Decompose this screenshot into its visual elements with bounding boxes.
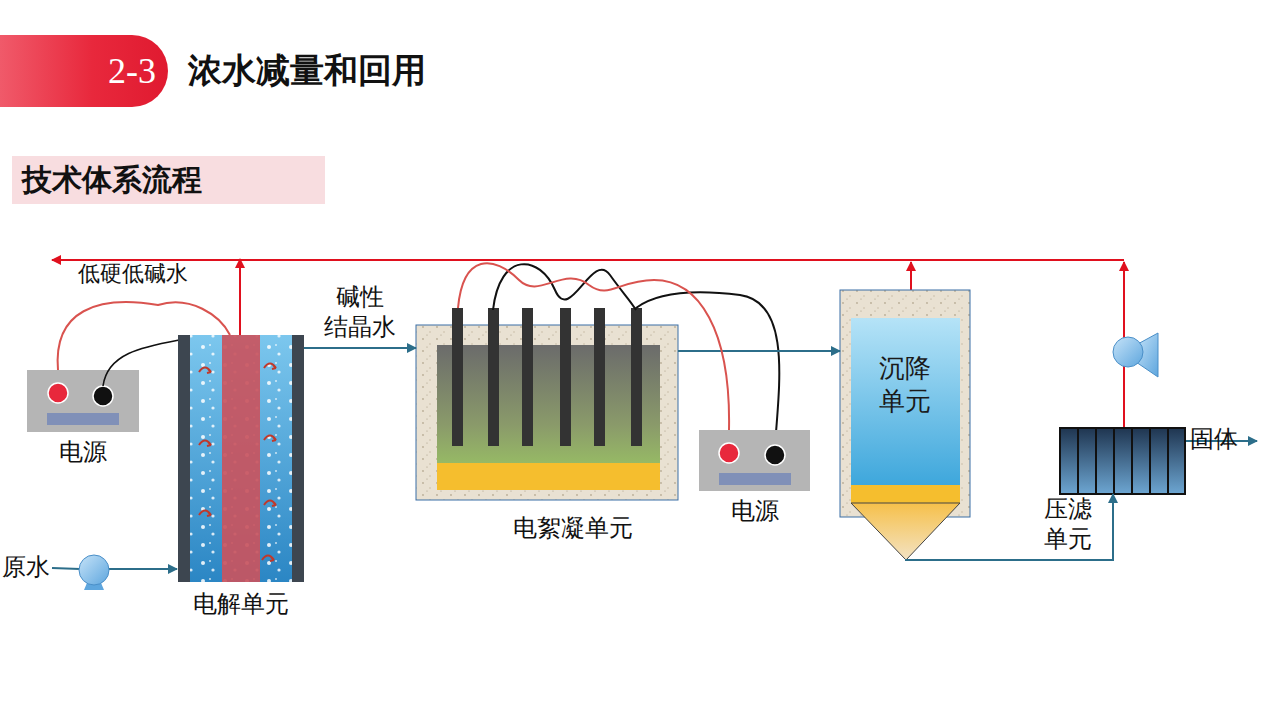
power-supply (27, 370, 139, 432)
sludge-hopper (851, 503, 960, 560)
electrode-bar (594, 308, 605, 446)
node-label: 2-3 (108, 50, 156, 92)
ion-arrow (199, 511, 211, 517)
node-label: 压滤 单元 (1044, 494, 1099, 554)
electrode-bar (522, 308, 533, 446)
tank-liquid (437, 345, 660, 490)
flow-arrow (304, 347, 416, 349)
sludge-layer (437, 463, 660, 490)
recycle-riser (910, 262, 912, 290)
electrolysis-cell (178, 335, 304, 582)
press-plate (1149, 429, 1151, 493)
section-band: 技术体系流程 (12, 156, 325, 204)
power-wire (58, 302, 230, 370)
membrane (222, 335, 260, 582)
sludge-layer (851, 485, 960, 503)
ion-arrow (264, 364, 276, 370)
flow-arrow (678, 350, 840, 352)
node-label: 电解单元 (193, 590, 289, 619)
tank-liquid (851, 318, 960, 485)
power-supply-box: 电源 (27, 370, 139, 432)
tank-wall (840, 290, 970, 517)
ion-arrows (199, 364, 276, 562)
black-wire (103, 338, 190, 386)
ion-arrow (264, 436, 276, 442)
electrode-bar (631, 308, 642, 446)
press-plate (1131, 429, 1133, 493)
recycle-header (52, 259, 1124, 261)
black-wire (493, 264, 779, 445)
press-body (1060, 428, 1185, 494)
power-panel (47, 413, 119, 425)
process-unit: 电解单元 (178, 335, 304, 582)
press-plate (1167, 429, 1169, 493)
node-label: 电絮凝单元 (513, 514, 633, 543)
electrode-bar (488, 308, 499, 446)
power-box (699, 430, 810, 491)
terminal-positive (719, 443, 739, 463)
electrode-plate (292, 335, 304, 582)
terminal-positive (48, 383, 68, 403)
filter-press (1060, 428, 1185, 494)
flow-label: 低硬低碱水 (78, 261, 188, 287)
node-label: 沉降 单元 (875, 352, 935, 417)
press-plate (1077, 429, 1079, 493)
edge-label: 碱性 结晶水 (320, 282, 399, 342)
section-tab: 2-3 (0, 35, 168, 107)
electrode-bar (560, 308, 571, 446)
recycle-pump (1113, 333, 1158, 377)
flow-arrow (905, 494, 1113, 560)
node-label: 技术体系流程 (22, 160, 202, 201)
raw-water-inlet (52, 555, 177, 590)
pipe (52, 568, 80, 569)
flow-label: 固体 (1190, 425, 1238, 454)
electrocoagulation-tank (416, 308, 678, 500)
ion-arrow (199, 441, 211, 447)
press-plate (1095, 429, 1097, 493)
electrode-bar (452, 308, 463, 446)
process-unit: 沉降 单元 (840, 290, 970, 560)
cell-water (178, 335, 304, 582)
terminal-negative (765, 445, 785, 465)
ion-arrow (199, 368, 211, 374)
ion-arrow (262, 556, 274, 562)
power-supply-box: 电源 (699, 430, 810, 491)
power-panel (719, 473, 791, 485)
settling-tank (840, 290, 970, 560)
page-title: 浓水减量和回用 (188, 48, 426, 94)
power-wire (458, 263, 729, 430)
press-plates (1078, 429, 1168, 493)
pipe (108, 568, 177, 570)
pump-symbol (1113, 337, 1143, 367)
press-plate (1113, 429, 1115, 493)
electrodes (452, 308, 642, 446)
bubbles (178, 335, 304, 582)
terminal-negative (93, 386, 113, 406)
electrode-plate (178, 335, 190, 582)
power-box (27, 370, 139, 432)
node-label: 电源 (731, 497, 779, 526)
pump-symbol (79, 555, 109, 585)
node-label: 电源 (59, 438, 107, 467)
process-unit: 电絮凝单元 (416, 308, 678, 500)
process-unit: 压滤 单元 (1060, 428, 1185, 494)
recycle-riser (239, 259, 241, 335)
ion-arrow (264, 501, 276, 507)
power-supply (699, 430, 810, 491)
flow-label: 原水 (2, 553, 50, 582)
